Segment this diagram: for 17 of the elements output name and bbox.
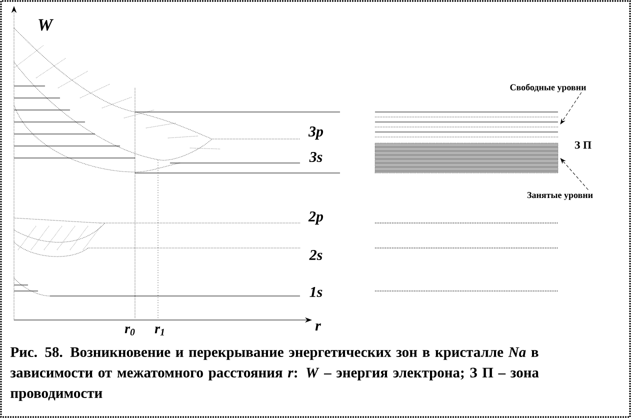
tick-label: r$_{1}$	[154, 326, 164, 336]
arrow	[560, 158, 588, 190]
level-label: 1s	[310, 286, 322, 298]
level-label: 3s	[309, 152, 322, 162]
figure-caption: Рис. 58. Возникновение и перекрывание энергетических зон в кристалле Na в зависимости от межатомного расстояния r: W – энергия электрона; З П – зона проводимости	[10, 347, 539, 401]
callout-text: Свободные уровни	[510, 84, 586, 92]
level-label: 2p	[308, 211, 324, 225]
axis-label: r	[315, 323, 322, 331]
zone-label: З П	[574, 141, 592, 149]
free-levels-drawing	[374, 112, 558, 138]
level-label: 3p	[308, 126, 324, 140]
level-label: 2s	[309, 250, 322, 260]
tick-label: r$_{0}$	[124, 326, 135, 336]
axis-label: W	[38, 19, 54, 31]
callout-text: Занятые уровни	[527, 192, 593, 200]
occupied-band	[374, 142, 558, 174]
arrow	[560, 92, 582, 124]
